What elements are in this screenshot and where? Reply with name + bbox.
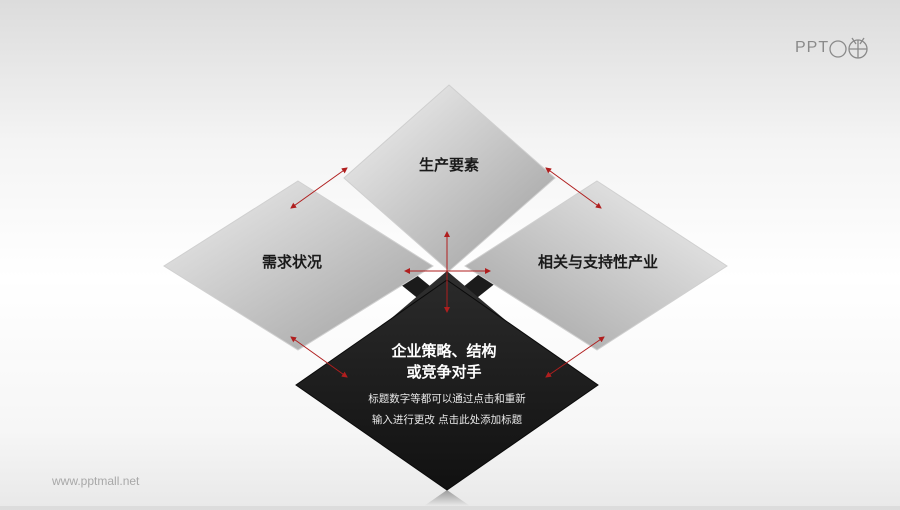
arrow-bottom-left	[290, 336, 348, 378]
label-right: 相关与支持性产业	[538, 253, 658, 271]
bottom-title-line1: 企业策略、结构	[390, 342, 496, 360]
footer-watermark: www.pptmall.net	[52, 474, 140, 488]
logo-text: PPT	[795, 39, 830, 56]
arrows	[290, 167, 605, 378]
bottom-desc-line1: 标题数字等都可以通过点击和重新	[368, 392, 526, 405]
reflection	[424, 490, 470, 506]
logo-mark-icon	[829, 37, 868, 59]
bottom-desc-line2: 输入进行更改 点击此处添加标题	[372, 413, 523, 426]
arrow-top-left	[290, 167, 348, 209]
label-left: 需求状况	[262, 253, 322, 271]
label-top: 生产要素	[419, 156, 479, 174]
bottom-title-line2: 或竞争对手	[406, 363, 481, 381]
arrow-bottom-right	[545, 336, 605, 378]
arrow-top-right	[545, 167, 602, 209]
